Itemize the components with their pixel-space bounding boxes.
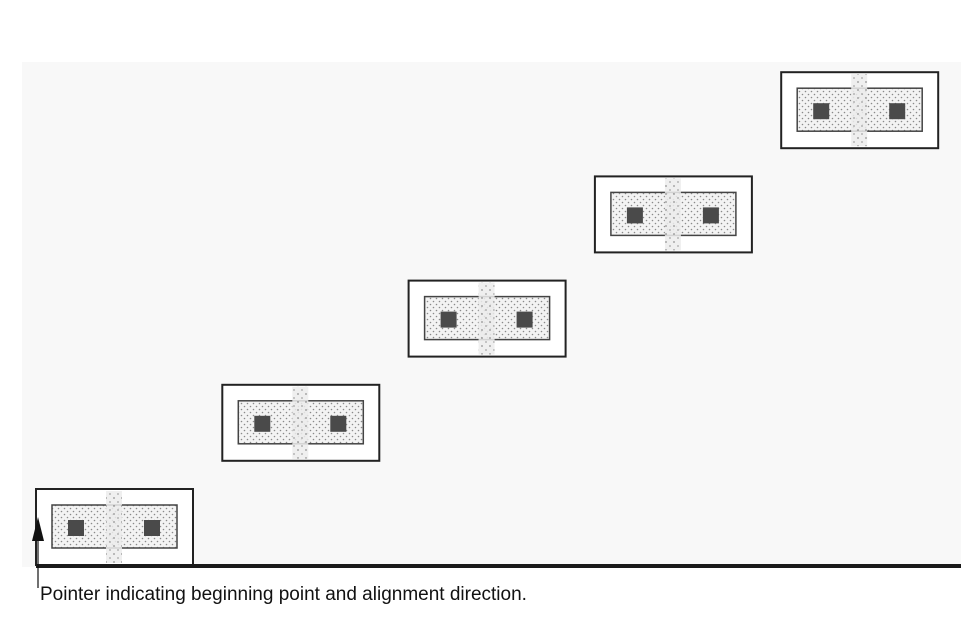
component-group bbox=[35, 71, 940, 566]
right-square-pad bbox=[702, 207, 719, 224]
up-arrow-icon bbox=[32, 517, 44, 588]
component bbox=[407, 279, 567, 358]
caption-text: Pointer indicating beginning point and a… bbox=[40, 584, 527, 605]
component bbox=[780, 71, 940, 150]
left-square-pad bbox=[440, 311, 457, 328]
center-strip bbox=[478, 282, 495, 355]
component bbox=[35, 488, 194, 566]
right-square-pad bbox=[144, 520, 160, 536]
center-strip bbox=[664, 178, 681, 251]
component bbox=[221, 383, 381, 462]
center-strip bbox=[106, 491, 122, 563]
right-square-pad bbox=[516, 311, 533, 328]
center-strip bbox=[292, 386, 309, 459]
left-square-pad bbox=[626, 207, 643, 224]
left-square-pad bbox=[813, 103, 830, 120]
right-square-pad bbox=[330, 415, 347, 432]
left-square-pad bbox=[68, 520, 84, 536]
right-square-pad bbox=[889, 103, 906, 120]
component bbox=[593, 175, 753, 254]
center-strip bbox=[851, 74, 868, 147]
left-square-pad bbox=[254, 415, 271, 432]
